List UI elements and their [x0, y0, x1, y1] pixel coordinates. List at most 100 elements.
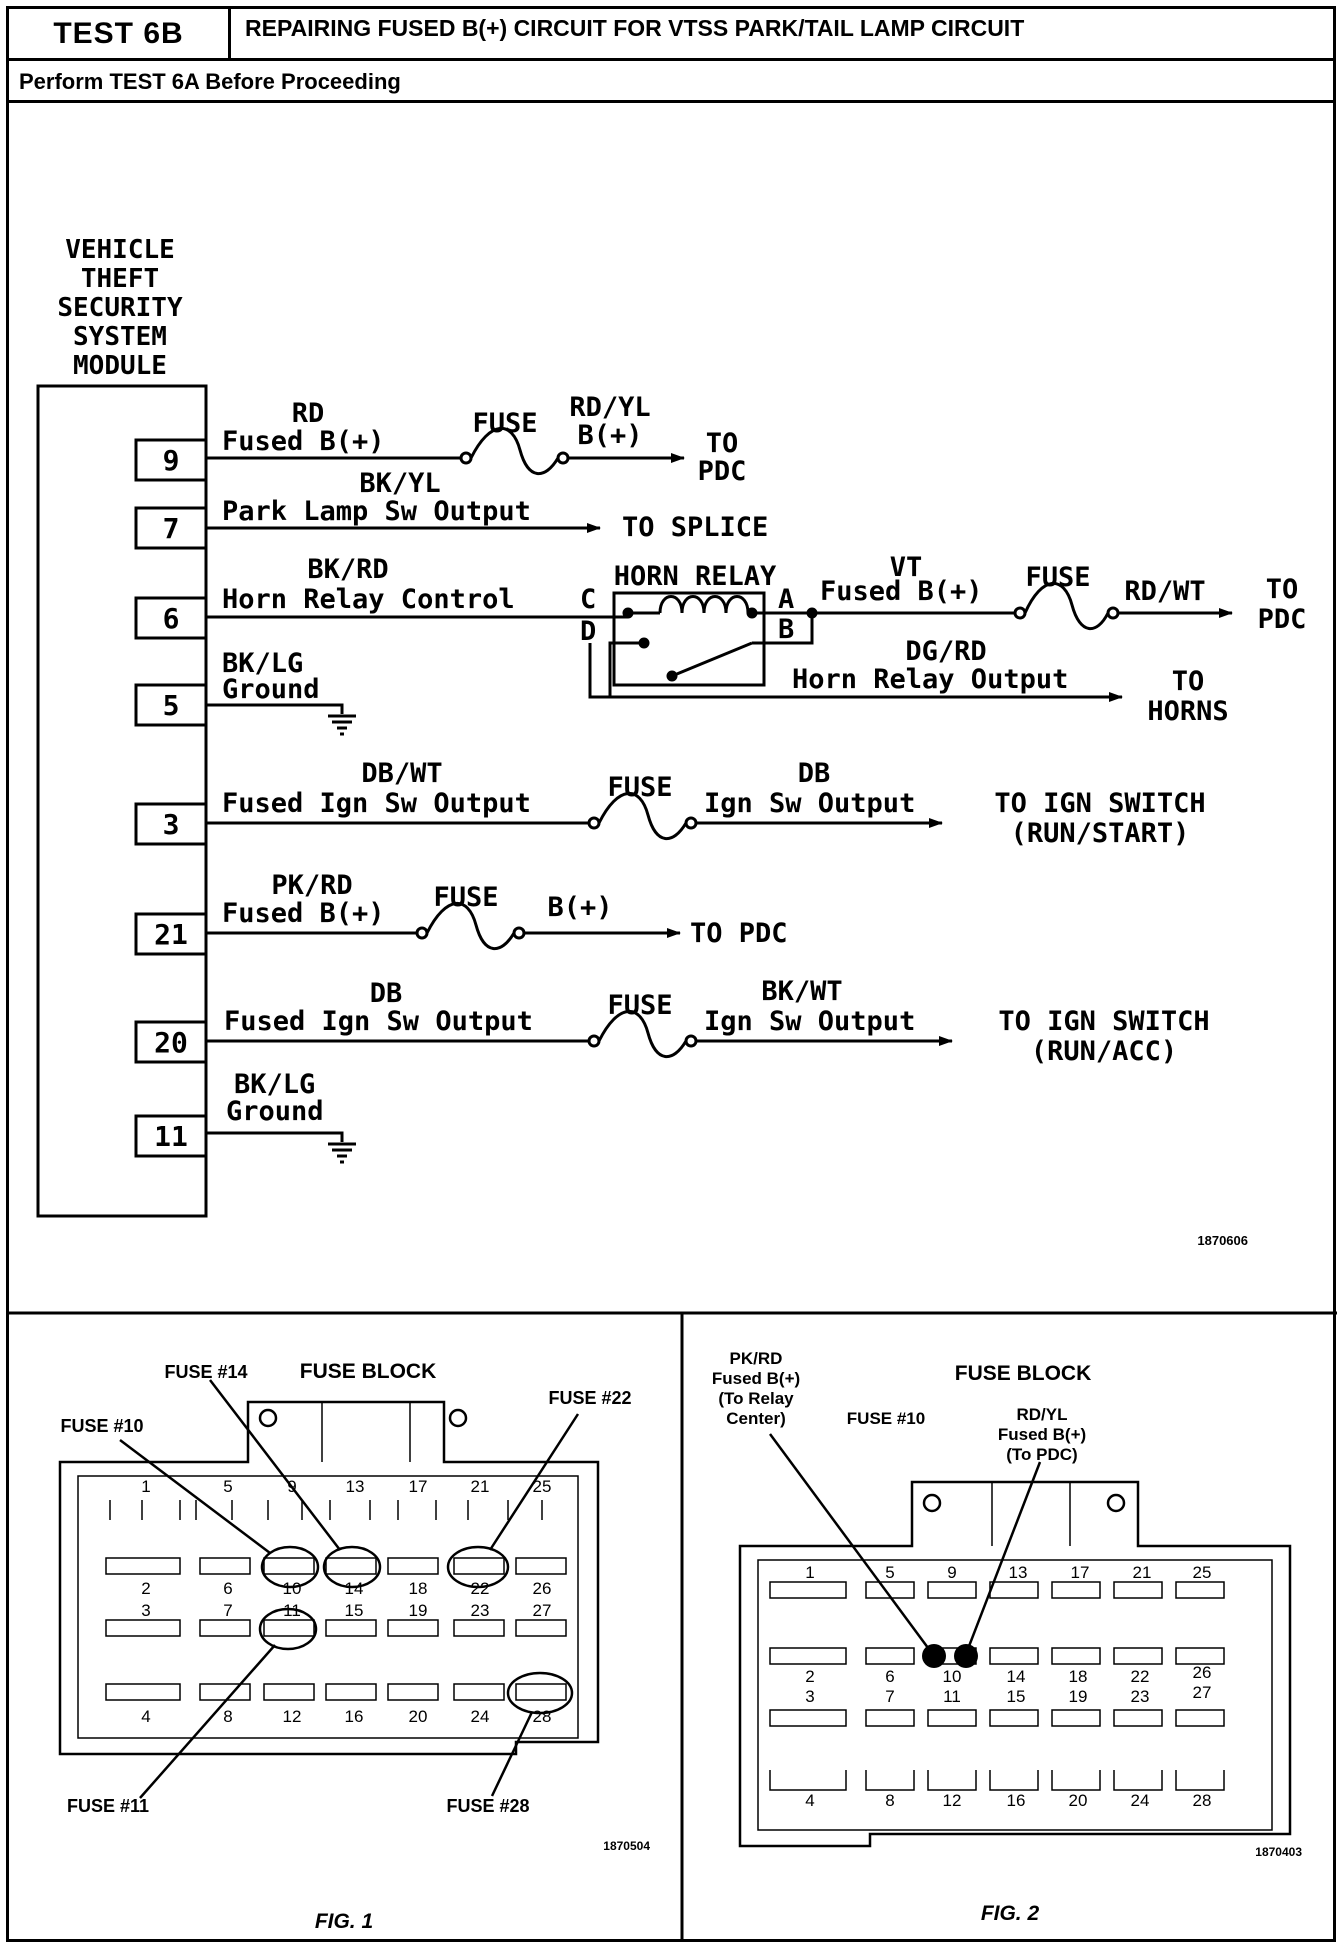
- fig1-block-outline: [58, 1400, 600, 1756]
- fuse-number: 27: [533, 1601, 552, 1620]
- circuit-name: Fused B(+): [820, 576, 983, 607]
- fig2-caption: FIG. 2: [981, 1902, 1040, 1925]
- fuse-label: FUSE: [607, 990, 672, 1021]
- fuse-number: 4: [805, 1791, 814, 1810]
- fuse-number: 17: [409, 1477, 428, 1496]
- fuse-label: FUSE: [472, 408, 537, 439]
- fuse-block-title: FUSE BLOCK: [300, 1360, 437, 1383]
- destination: TO SPLICE: [622, 512, 768, 543]
- module-label: VEHICLE THEFT SECURITY SYSTEM MODULE: [57, 235, 183, 381]
- fuse-number: 8: [885, 1791, 894, 1810]
- wire-color: BK/LG: [234, 1069, 315, 1100]
- fig1-top-numbers: 1 5 9 13 17 21 25: [141, 1477, 551, 1496]
- pin-number: 9: [163, 444, 180, 477]
- terminal-a: A: [778, 584, 794, 615]
- pin-number: 11: [154, 1120, 188, 1153]
- left-terminal-label: Center): [726, 1409, 786, 1428]
- fuse-number: 7: [223, 1601, 232, 1620]
- fuse-number: 14: [1007, 1667, 1026, 1686]
- terminal-c: C: [580, 584, 596, 615]
- fuse-number: 23: [1131, 1687, 1150, 1706]
- panel-dividers: [6, 1311, 1337, 1942]
- fuse-number: 12: [283, 1707, 302, 1726]
- fuse-number: 6: [223, 1579, 232, 1598]
- fuse-number: 10: [283, 1579, 302, 1598]
- callout-label: FUSE #10: [60, 1416, 143, 1436]
- fuse-circle: [258, 1607, 318, 1651]
- fuse-number: 13: [1009, 1563, 1028, 1582]
- fuse-number: 16: [1007, 1791, 1026, 1810]
- fuse-number: 3: [805, 1687, 814, 1706]
- fuse-label: FUSE: [1025, 562, 1090, 593]
- fuse-number: 10: [943, 1667, 962, 1686]
- wire-color: DB: [370, 978, 403, 1009]
- destination: TO: [1172, 666, 1205, 697]
- destination: TO: [706, 428, 739, 459]
- fuse-number: 12: [943, 1791, 962, 1810]
- wire-color: PK/RD: [271, 870, 352, 901]
- right-terminal-label: (To PDC): [1006, 1445, 1077, 1464]
- fuse-number: 20: [409, 1707, 428, 1726]
- pin-box: [134, 438, 208, 482]
- test-id: TEST 6B: [9, 9, 231, 61]
- circuit-name: Park Lamp Sw Output: [222, 496, 531, 527]
- fuse-number: 20: [1069, 1791, 1088, 1810]
- destination: TO IGN SWITCH: [994, 788, 1205, 819]
- wire-color: DB/WT: [361, 758, 442, 789]
- fuse-number: 16: [345, 1707, 364, 1726]
- circuit-name: Ign Sw Output: [704, 1006, 915, 1037]
- circuit-name: Ground: [222, 674, 320, 705]
- fuse-block-title: FUSE BLOCK: [955, 1362, 1092, 1385]
- terminal-dot: [954, 1644, 978, 1668]
- page-subtitle: Perform TEST 6A Before Proceeding: [9, 61, 1333, 103]
- fuse-label: FUSE: [433, 882, 498, 913]
- fuse-number: 4: [141, 1707, 150, 1726]
- ground-symbol: [328, 1142, 356, 1164]
- callout-label: FUSE #28: [446, 1796, 529, 1816]
- fuse-number: 25: [533, 1477, 552, 1496]
- fuse-number: 21: [1133, 1563, 1152, 1582]
- pin-number: 7: [163, 512, 180, 545]
- fuse-number: 6: [885, 1667, 894, 1686]
- circuit-name: B(+): [577, 420, 642, 451]
- fuse-number: 25: [1193, 1563, 1212, 1582]
- fuse-number: 2: [141, 1579, 150, 1598]
- relay-coil: [658, 595, 750, 614]
- fuse-number: 28: [1193, 1791, 1212, 1810]
- module-label-line: SYSTEM: [73, 322, 167, 352]
- wire-color: RD/YL: [569, 392, 650, 423]
- module-box: [36, 384, 208, 1218]
- fig2-terminals: [768, 1433, 1042, 1668]
- destination: TO IGN SWITCH: [998, 1006, 1209, 1037]
- fuse-number: 28: [533, 1707, 552, 1726]
- destination: TO PDC: [690, 918, 788, 949]
- pin-box: [134, 596, 208, 640]
- fuse-number: 19: [1069, 1687, 1088, 1706]
- fuse-number: 26: [1193, 1663, 1212, 1682]
- fuse-number: 24: [1131, 1791, 1150, 1810]
- right-terminal-label: RD/YL: [1017, 1405, 1068, 1424]
- destination: TO: [1266, 574, 1299, 605]
- wire-color: VT: [890, 552, 923, 583]
- relay-title: HORN RELAY: [614, 561, 777, 592]
- relay-contact: [671, 641, 753, 678]
- fig1-ref: 1870504: [603, 1839, 650, 1853]
- circuit-name: Fused B(+): [222, 898, 385, 929]
- fuse-number: 11: [283, 1601, 301, 1620]
- fuse-number: 7: [885, 1687, 894, 1706]
- fuse10-label: FUSE #10: [847, 1409, 925, 1428]
- fig1-caption: FIG. 1: [315, 1910, 373, 1933]
- fuse-number: 5: [885, 1563, 894, 1582]
- fuse-number: 14: [345, 1579, 364, 1598]
- fig2-fuse-slots: [769, 1581, 1225, 1791]
- fuse-number: 8: [223, 1707, 232, 1726]
- destination: (RUN/ACC): [1031, 1036, 1177, 1067]
- fuse-number: 9: [947, 1563, 956, 1582]
- fuse-number: 17: [1071, 1563, 1090, 1582]
- destination: HORNS: [1147, 696, 1228, 727]
- left-terminal-label: Fused B(+): [712, 1369, 800, 1388]
- callout-label: FUSE #14: [164, 1362, 247, 1382]
- pin-box: [134, 683, 208, 727]
- circuit-name: Ground: [226, 1096, 324, 1127]
- pin-box: [134, 912, 208, 956]
